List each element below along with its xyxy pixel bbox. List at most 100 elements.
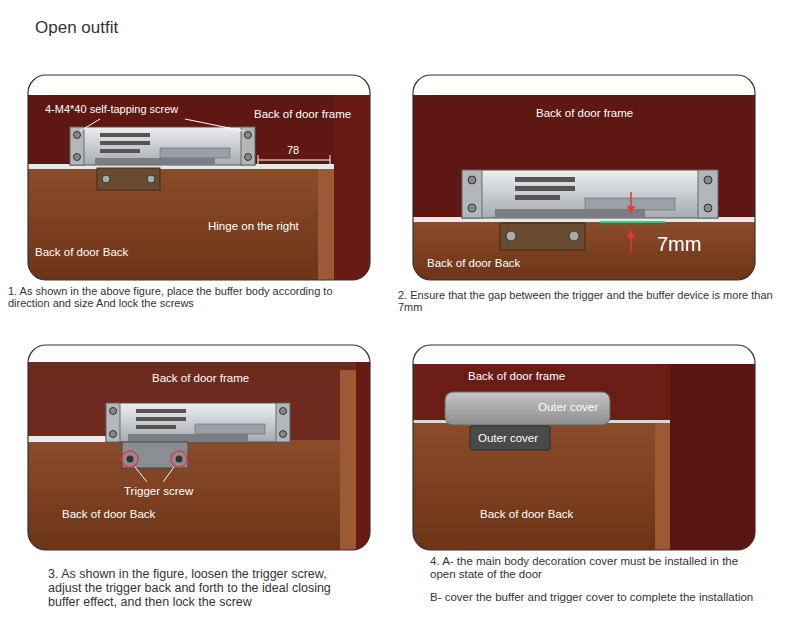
illustration-shape [340, 370, 356, 550]
illustration-shape [28, 345, 370, 550]
callout-label: Trigger screw [124, 485, 193, 498]
step-panel: Back of door frameOuter coverOuter cover… [395, 340, 790, 630]
part-label: Back of door Back [427, 257, 520, 270]
illustration-shape [280, 408, 287, 415]
illustration-shape [627, 230, 635, 238]
illustration-shape [122, 451, 138, 467]
illustration-shape [462, 170, 718, 218]
illustration-shape [241, 127, 255, 165]
illustration-shape [195, 424, 265, 434]
panel-four-art [413, 345, 755, 550]
illustration-shape [176, 456, 183, 463]
illustration-shape [500, 223, 585, 250]
part-label: Hinge on the right [208, 220, 299, 233]
illustration-shape [704, 204, 712, 212]
illustration-shape [468, 204, 476, 212]
step-panel: Back of door frameTrigger screwBack of d… [0, 340, 395, 630]
illustration-shape [670, 364, 755, 550]
illustration-shape [163, 467, 174, 482]
illustration-shape [506, 231, 516, 241]
illustration-shape [515, 177, 575, 182]
illustration-shape [110, 408, 117, 415]
illustration-shape [185, 119, 244, 131]
illustration-shape [569, 231, 579, 241]
panel-two-art [413, 75, 755, 280]
dimension-label: 78 [287, 144, 299, 156]
illustration-shape [413, 75, 755, 280]
part-label: Back of door Back [480, 508, 573, 521]
illustration-shape [28, 75, 370, 280]
illustration-shape [28, 168, 320, 280]
illustration-shape [136, 425, 176, 429]
panel-three-art [28, 345, 370, 550]
illustration-shape [102, 175, 110, 183]
step-caption: 4. A- the main body decoration cover mus… [430, 555, 760, 581]
illustration-shape [135, 467, 147, 482]
illustration-shape [495, 209, 645, 218]
illustration-shape [100, 149, 140, 153]
part-label: Outer cover [478, 432, 538, 445]
illustration-shape [95, 158, 215, 165]
part-label: Back of door frame [468, 370, 565, 383]
part-label: Back of door frame [536, 107, 633, 120]
illustration-shape [100, 141, 150, 145]
panel-border [28, 75, 370, 280]
illustration-shape [28, 362, 370, 440]
illustration-shape [28, 440, 370, 550]
page-title: Open outfit [35, 18, 118, 38]
illustration-shape [100, 133, 150, 137]
illustration-shape [28, 436, 118, 442]
dimension-label: 7mm [657, 233, 701, 255]
part-label: Back of door frame [152, 372, 249, 385]
illustration-shape [413, 95, 755, 222]
illustration-shape [318, 166, 334, 280]
illustration-shape [258, 155, 259, 165]
illustration-shape [330, 155, 331, 165]
part-label: Outer cover [538, 401, 598, 414]
illustration-shape [97, 168, 160, 190]
illustration-shape [74, 154, 81, 161]
step-panel: 4-M4*40 self-tapping screw Back of door f… [0, 70, 395, 320]
illustration-shape [600, 221, 665, 223]
part-label: Back of door frame [254, 108, 351, 121]
step-caption: 3. As shown in the figure, loosen the tr… [48, 567, 338, 609]
illustration-shape [258, 160, 330, 161]
illustration-shape [70, 127, 255, 165]
illustration-shape [106, 403, 120, 442]
illustration-shape [356, 362, 370, 550]
illustration-shape [515, 195, 560, 200]
illustration-shape [462, 170, 482, 218]
step-caption: 2. Ensure that the gap between the trigg… [398, 289, 778, 314]
illustration-shape [245, 132, 252, 139]
illustration-shape [128, 434, 248, 442]
step-caption: 1. As shown in the above figure, place t… [8, 285, 358, 310]
illustration-shape [468, 176, 476, 184]
illustration-shape [127, 456, 134, 463]
panel-border [28, 345, 370, 550]
panel-one-art [28, 75, 370, 280]
illustration-shape [136, 409, 186, 413]
illustration-shape [122, 442, 188, 468]
illustration-shape [280, 431, 287, 438]
part-label: Back of door Back [62, 508, 155, 521]
illustration-shape [136, 417, 186, 421]
illustration-shape [110, 431, 117, 438]
illustration-shape [74, 132, 81, 139]
illustration-shape [413, 422, 655, 550]
illustration-shape [515, 186, 575, 191]
illustration-shape [627, 206, 635, 214]
callout-label: 4-M4*40 self-tapping screw [45, 103, 178, 115]
illustration-shape [106, 403, 290, 442]
illustration-shape [160, 148, 230, 158]
panel-border [413, 345, 755, 550]
step-caption: B- cover the buffer and trigger cover to… [430, 591, 760, 604]
illustration-shape [470, 426, 550, 450]
illustration-shape [70, 127, 84, 165]
illustration-shape [698, 170, 718, 218]
illustration-shape [413, 345, 755, 550]
panel-border [413, 75, 755, 280]
illustration-shape [245, 154, 252, 161]
step-panel: Back of door frame 7mmBack of door Back 2.… [395, 70, 790, 320]
